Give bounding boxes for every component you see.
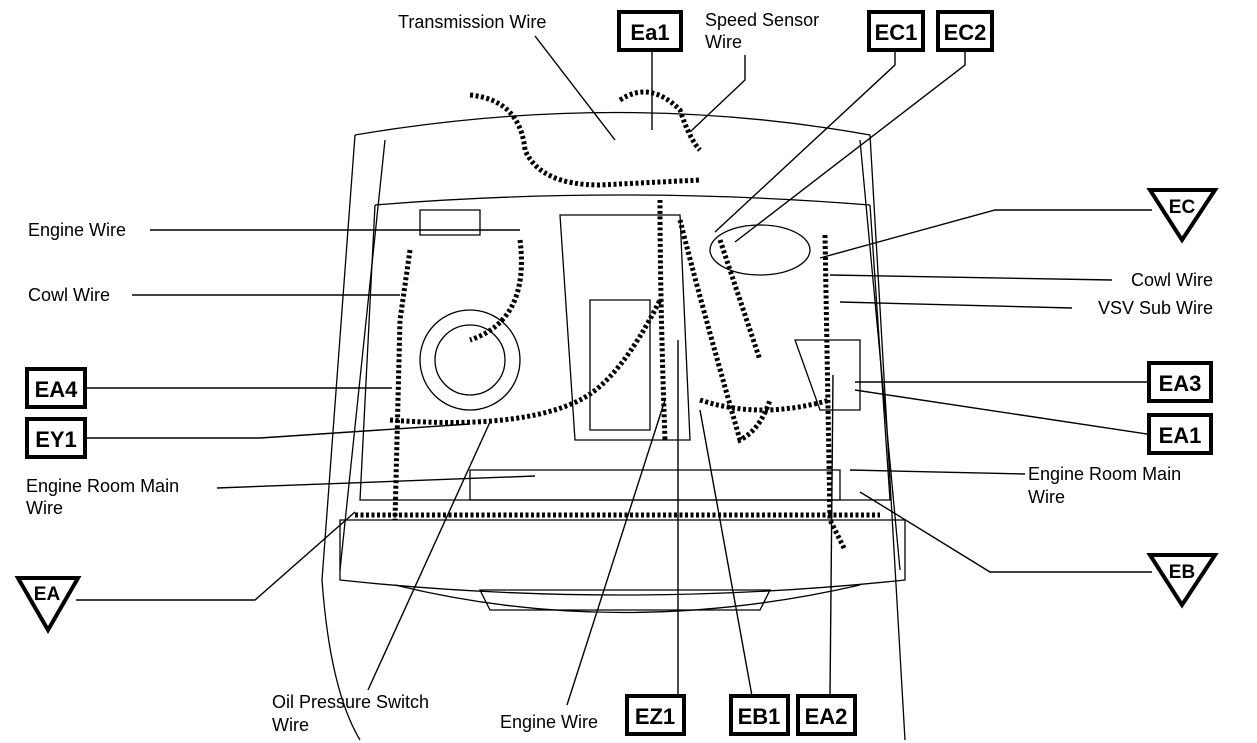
connector-ea4: EA4 <box>25 367 87 409</box>
connector-ea1: EA1 <box>1147 413 1213 455</box>
label-engine-room-main-left-2: Wire <box>26 498 63 518</box>
label-engine-room-main-left-1: Engine Room Main <box>26 476 179 496</box>
svg-text:EB1: EB1 <box>738 704 781 729</box>
label-cowl-wire-left: Cowl Wire <box>28 285 110 305</box>
label-transmission-wire: Transmission Wire <box>398 12 546 32</box>
svg-text:EA2: EA2 <box>805 704 848 729</box>
connector-ez1: EZ1 <box>625 694 686 736</box>
svg-text:EZ1: EZ1 <box>635 704 675 729</box>
svg-text:EC2: EC2 <box>944 20 987 45</box>
ground-point-eb: EB <box>1146 553 1219 609</box>
ground-point-ea: EA <box>14 576 82 635</box>
label-speed-sensor-wire-line1: Speed Sensor <box>705 10 819 30</box>
connector-ec2: EC2 <box>936 10 994 52</box>
ground-point-ec: EC <box>1146 188 1219 244</box>
wire-harness <box>355 89 880 552</box>
vehicle-outline <box>321 111 906 741</box>
connector-ea2: EA2 <box>796 694 857 736</box>
label-oil-pressure-switch-1: Oil Pressure Switch <box>272 692 429 712</box>
label-engine-wire-left: Engine Wire <box>28 220 126 240</box>
svg-text:EY1: EY1 <box>35 427 77 452</box>
svg-text:EA4: EA4 <box>35 377 79 402</box>
svg-text:EC: EC <box>1169 197 1196 218</box>
svg-text:EB: EB <box>1169 562 1195 583</box>
svg-text:EA: EA <box>34 584 61 605</box>
label-cowl-wire-right: Cowl Wire <box>1131 270 1213 290</box>
connector-ea3: EA3 <box>1147 361 1213 403</box>
svg-text:Ea1: Ea1 <box>630 20 669 45</box>
leader-lines <box>76 35 1152 706</box>
label-engine-room-main-right-1: Engine Room Main <box>1028 464 1181 484</box>
svg-text:EC1: EC1 <box>875 20 918 45</box>
label-engine-wire-bottom: Engine Wire <box>500 712 598 732</box>
label-engine-room-main-right-2: Wire <box>1028 487 1065 507</box>
connector-ey1: EY1 <box>25 417 87 459</box>
label-vsv-sub-wire: VSV Sub Wire <box>1098 298 1213 318</box>
connector-ea1-lower: Ea1 <box>617 10 683 52</box>
connector-eb1: EB1 <box>729 694 790 736</box>
label-oil-pressure-switch-2: Wire <box>272 715 309 735</box>
svg-text:EA1: EA1 <box>1159 423 1202 448</box>
connector-ec1: EC1 <box>867 10 925 52</box>
svg-text:EA3: EA3 <box>1159 371 1202 396</box>
label-speed-sensor-wire-line2: Wire <box>705 32 742 52</box>
